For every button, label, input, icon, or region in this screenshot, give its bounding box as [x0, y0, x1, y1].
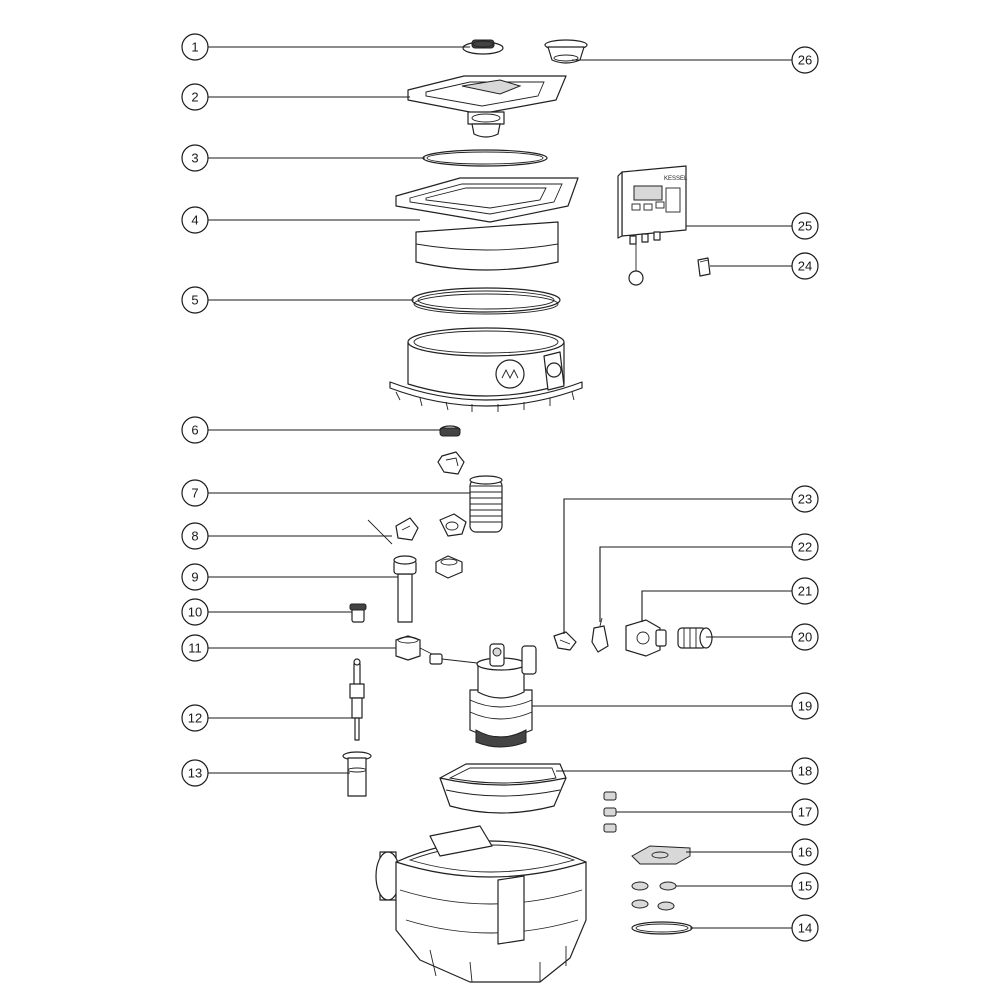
part-22-sensor-clip	[591, 617, 609, 653]
callout-7-label: 7	[191, 486, 198, 501]
controller-brand-logo: KESSEL	[664, 176, 688, 182]
part-8-lever	[367, 517, 419, 545]
callout-16-label: 16	[798, 845, 812, 860]
callout-15-label: 15	[798, 879, 812, 894]
callout-13-label: 13	[188, 766, 202, 781]
callout-6: 6	[181, 416, 209, 444]
callout-25: 25	[791, 212, 819, 240]
callout-22-label: 22	[798, 540, 812, 555]
leader-22	[599, 546, 792, 622]
part-4-upper-section	[395, 177, 579, 271]
callout-13: 13	[181, 759, 209, 787]
part-14-gasket	[631, 921, 693, 935]
callout-2: 2	[181, 83, 209, 111]
callout-10: 10	[181, 598, 209, 626]
callout-9-label: 9	[191, 570, 198, 585]
part-12-probe	[349, 658, 365, 741]
callout-5-label: 5	[191, 293, 198, 308]
part-13-flanged-tube	[342, 751, 372, 797]
part-19-pump	[469, 643, 537, 748]
callout-18-label: 18	[798, 764, 812, 779]
part-16-cover-plate	[631, 845, 691, 865]
part-21-valve	[625, 619, 667, 657]
callout-5: 5	[181, 286, 209, 314]
part-6-fitting	[439, 425, 461, 437]
callout-19: 19	[791, 692, 819, 720]
part-25-controller: KESSEL	[617, 165, 688, 286]
callout-26: 26	[791, 46, 819, 74]
callout-4-label: 4	[191, 213, 198, 228]
callout-17: 17	[791, 798, 819, 826]
callout-7: 7	[181, 479, 209, 507]
callout-4: 4	[181, 206, 209, 234]
callout-2-label: 2	[191, 90, 198, 105]
callout-15: 15	[791, 872, 819, 900]
callout-1: 1	[181, 33, 209, 61]
part-17-clips	[603, 791, 617, 833]
callout-17-label: 17	[798, 805, 812, 820]
callout-6-label: 6	[191, 423, 198, 438]
callout-21: 21	[791, 577, 819, 605]
part-9-tube	[393, 555, 463, 623]
callout-23-label: 23	[798, 492, 812, 507]
callout-8-label: 8	[191, 529, 198, 544]
part-24-connector	[697, 257, 711, 277]
callout-20: 20	[791, 623, 819, 651]
callout-3: 3	[181, 144, 209, 172]
part-20-filter	[677, 627, 713, 649]
callout-12: 12	[181, 704, 209, 732]
callout-18: 18	[791, 757, 819, 785]
part-18-pump-tray	[439, 763, 567, 814]
base-tank	[375, 825, 587, 983]
callout-20-label: 20	[798, 630, 812, 645]
part-3-o-ring	[422, 149, 548, 167]
leader-21	[641, 590, 792, 622]
callout-1-label: 1	[191, 40, 198, 55]
callout-11: 11	[181, 634, 209, 662]
callout-8: 8	[181, 522, 209, 550]
callout-23: 23	[791, 485, 819, 513]
leader-23	[563, 498, 792, 634]
callout-9: 9	[181, 563, 209, 591]
callout-21-label: 21	[798, 584, 812, 599]
part-7-corrugated-hose	[439, 475, 503, 537]
upper-housing-ring	[389, 327, 583, 412]
callout-11-label: 11	[188, 641, 202, 656]
part-2-top-frame	[407, 75, 567, 138]
part-5-seal-ring	[411, 287, 561, 315]
clip-upper	[437, 451, 465, 475]
callout-16: 16	[791, 838, 819, 866]
callout-24-label: 24	[798, 259, 812, 274]
part-1-cap	[462, 39, 504, 55]
leader-lines	[208, 46, 792, 929]
callout-14: 14	[791, 914, 819, 942]
callout-24: 24	[791, 252, 819, 280]
callout-12-label: 12	[188, 711, 202, 726]
part-15-pads	[631, 881, 677, 911]
callout-22: 22	[791, 533, 819, 561]
callout-10-label: 10	[188, 605, 202, 620]
callout-14-label: 14	[798, 921, 812, 936]
part-23-bracket	[553, 631, 577, 651]
part-10-small-fitting	[349, 603, 367, 623]
part-11-coupling	[395, 635, 441, 661]
callout-25-label: 25	[798, 219, 812, 234]
callout-3-label: 3	[191, 151, 198, 166]
callout-26-label: 26	[798, 53, 812, 68]
callout-19-label: 19	[798, 699, 812, 714]
